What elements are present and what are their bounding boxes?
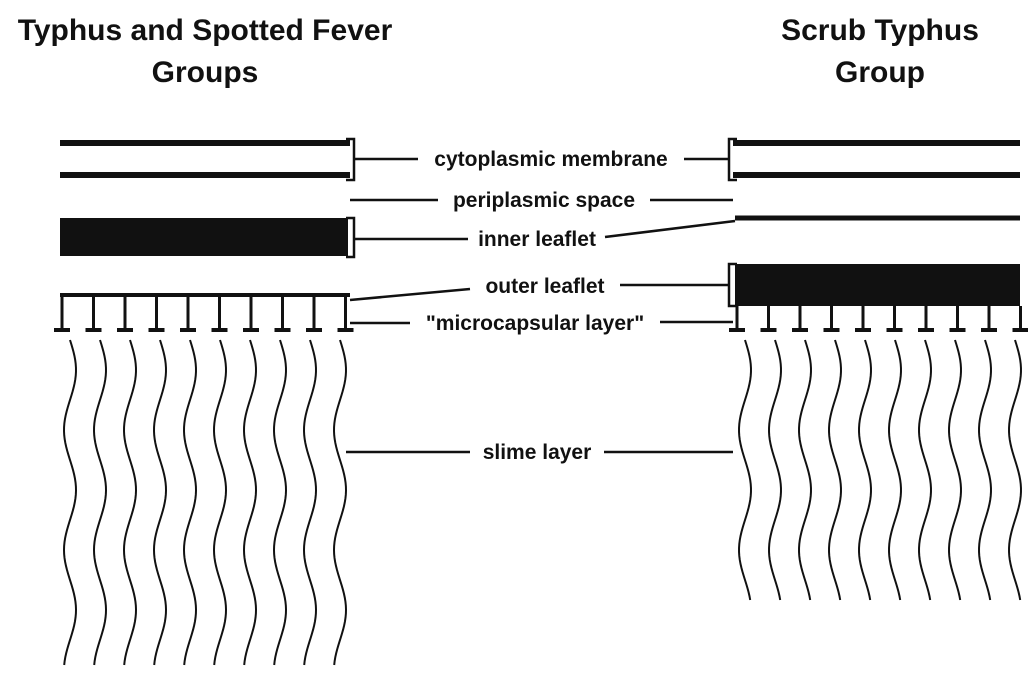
left-slime-filament: [154, 340, 166, 665]
left-slime-filament: [124, 340, 136, 665]
right-slime-filament: [949, 340, 961, 600]
right-slime-filament: [889, 340, 901, 600]
center-label-text: cytoplasmic membrane periplasmic space i…: [426, 148, 668, 464]
right-slime-filament: [919, 340, 931, 600]
label-slime-layer: slime layer: [483, 441, 592, 464]
left-microcapsular-posts: [54, 295, 354, 330]
right-group-heading: Scrub Typhus Group: [781, 14, 979, 89]
left-slime-filament: [94, 340, 106, 665]
left-group-title-line2: Groups: [152, 56, 259, 89]
left-group-heading: Typhus and Spotted Fever Groups: [18, 14, 393, 89]
label-periplasmic-space: periplasmic space: [453, 189, 635, 212]
right-slime-filament: [739, 340, 751, 600]
left-slime-filament: [274, 340, 286, 665]
right-slime-filament: [979, 340, 991, 600]
label-outer-leaflet: outer leaflet: [485, 275, 604, 298]
left-slime-filament: [64, 340, 76, 665]
inner-leaflet-leader-right: [605, 221, 735, 237]
label-microcapsular-layer: "microcapsular layer": [426, 312, 644, 335]
right-microcapsular-posts: [729, 306, 1028, 330]
left-envelope: [54, 139, 354, 665]
right-slime-filament: [829, 340, 841, 600]
right-outer-leaflet-band: [735, 264, 1020, 306]
label-inner-leaflet: inner leaflet: [478, 228, 596, 251]
left-slime-filament: [304, 340, 316, 665]
left-slime-filament: [334, 340, 346, 665]
right-envelope: [729, 139, 1028, 600]
left-slime-filament: [214, 340, 226, 665]
outer-leaflet-leader-left: [350, 289, 470, 300]
right-slime-filament: [769, 340, 781, 600]
left-slime-filament: [184, 340, 196, 665]
right-slime-filament: [859, 340, 871, 600]
right-slime-layer-filaments: [739, 340, 1021, 600]
left-slime-filament: [244, 340, 256, 665]
left-group-title-line1: Typhus and Spotted Fever: [18, 14, 393, 47]
left-slime-layer-filaments: [64, 340, 346, 665]
label-cytoplasmic-membrane: cytoplasmic membrane: [434, 148, 667, 171]
right-group-title-line2: Group: [835, 56, 925, 89]
right-slime-filament: [1009, 340, 1021, 600]
right-slime-filament: [799, 340, 811, 600]
left-inner-leaflet-band: [60, 218, 348, 256]
right-group-title-line1: Scrub Typhus: [781, 14, 979, 47]
